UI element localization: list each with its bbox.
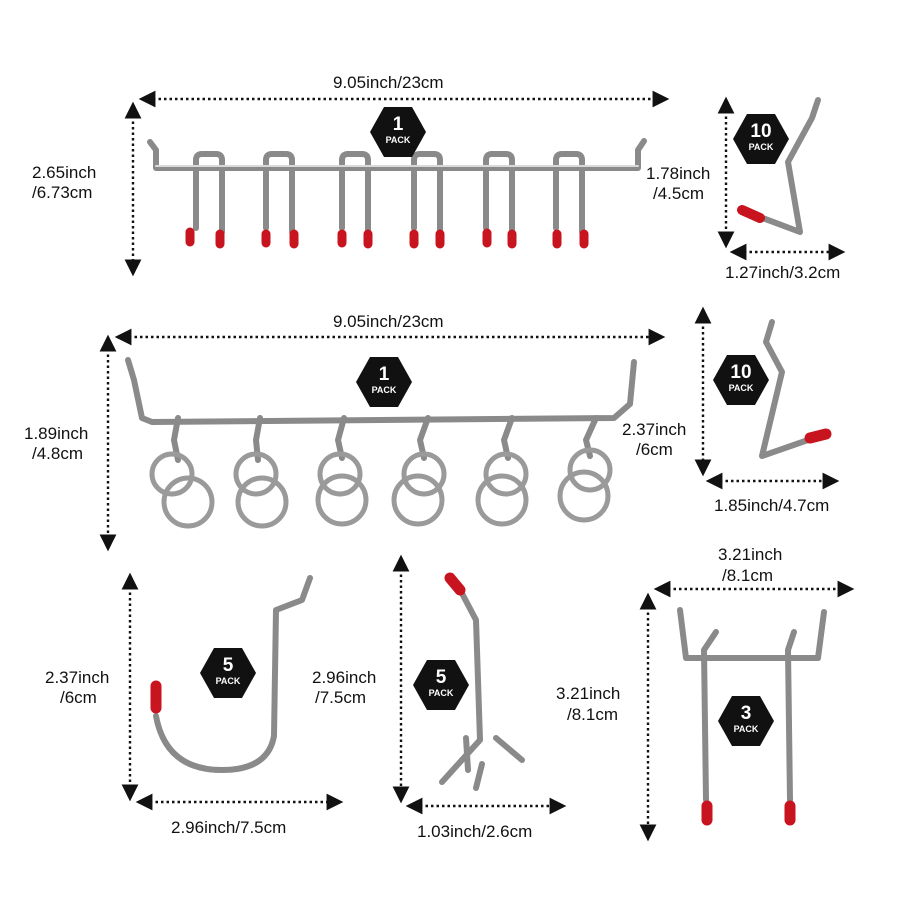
- dhook-width-label-cm: /8.1cm: [722, 566, 774, 585]
- pack-badge: 5 PACK: [413, 660, 469, 710]
- hookB-height-label-cm: /6cm: [636, 440, 673, 459]
- rack1: [147, 138, 647, 249]
- rack1-width-label: 9.05inch/23cm: [333, 73, 444, 92]
- pack-badge: 1 PACK: [356, 357, 412, 407]
- rack1-height-label-in: 2.65inch: [32, 163, 97, 182]
- rack1-height-label-cm: /6.73cm: [32, 183, 93, 202]
- pack-label: PACK: [428, 688, 454, 698]
- pack-count: 3: [740, 703, 752, 724]
- shook-height-label-in: 2.96inch: [312, 668, 377, 687]
- hookA: [737, 97, 821, 235]
- pack-label: PACK: [748, 142, 774, 152]
- rack2-height-label-in: 1.89inch: [24, 424, 89, 443]
- pack-badge: 10 PACK: [733, 114, 789, 164]
- pack-label: PACK: [215, 676, 241, 686]
- pack-count: 10: [730, 362, 752, 383]
- dhook-width-label-in: 3.21inch: [718, 545, 783, 564]
- dhook: [677, 607, 827, 826]
- dhook-height-label-cm: /8.1cm: [567, 705, 619, 724]
- pack-count: 10: [750, 121, 772, 142]
- pack-label: PACK: [728, 383, 754, 393]
- jhook-height-label-in: 2.37inch: [45, 668, 110, 687]
- rack2-width-label: 9.05inch/23cm: [333, 312, 444, 331]
- pack-badge: 10 PACK: [713, 355, 769, 405]
- pack-count: 5: [222, 655, 234, 676]
- pack-badge: 5 PACK: [200, 648, 256, 698]
- shook-height-label-cm: /7.5cm: [315, 688, 367, 707]
- pack-badge: 1 PACK: [370, 107, 426, 157]
- jhook-height-label-cm: /6cm: [60, 688, 97, 707]
- pack-count: 1: [392, 114, 404, 135]
- shook: [439, 572, 525, 791]
- pack-count: 5: [435, 667, 447, 688]
- pack-badge: 3 PACK: [718, 696, 774, 746]
- pack-count: 1: [378, 364, 390, 385]
- pack-label: PACK: [385, 135, 411, 145]
- dhook-height-label-in: 3.21inch: [556, 684, 621, 703]
- hookB: [759, 319, 832, 459]
- rack2-height-label-cm: /4.8cm: [32, 444, 84, 463]
- hookA-width-label: 1.27inch/3.2cm: [725, 263, 841, 282]
- hookB-width-label: 1.85inch/4.7cm: [714, 496, 830, 515]
- jhook: [150, 575, 313, 773]
- hookA-height-label-cm: /4.5cm: [653, 184, 705, 203]
- jhook-width-label: 2.96inch/7.5cm: [171, 818, 287, 837]
- pack-label: PACK: [371, 385, 397, 395]
- hookA-height-label-in: 1.78inch: [646, 164, 711, 183]
- pack-label: PACK: [733, 724, 759, 734]
- rack2: [125, 357, 637, 529]
- hookB-height-label-in: 2.37inch: [622, 420, 687, 439]
- shook-width-label: 1.03inch/2.6cm: [417, 822, 533, 841]
